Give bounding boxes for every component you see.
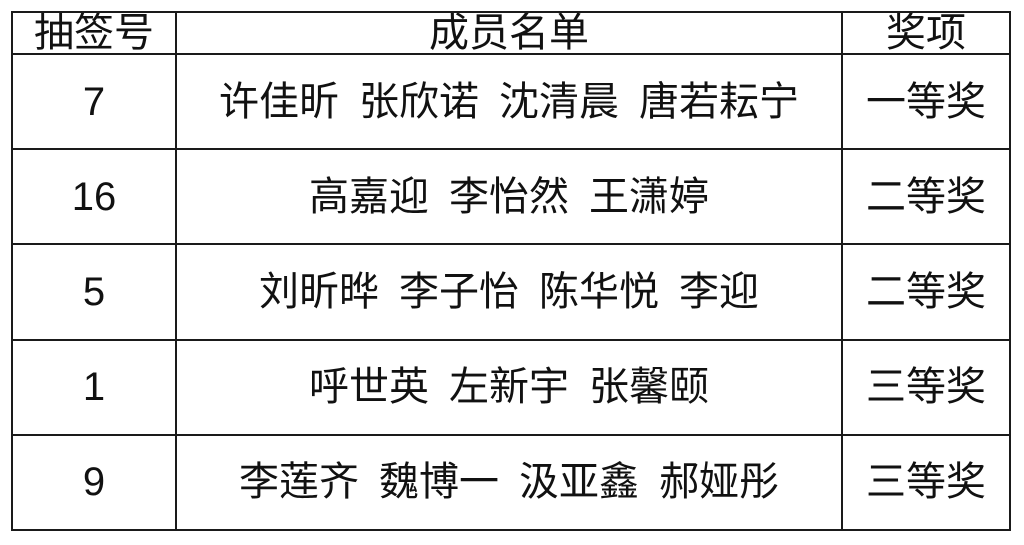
header-number: 抽签号 xyxy=(11,11,177,55)
member-name: 王潇婷 xyxy=(589,173,709,220)
member-name: 陈华悦 xyxy=(539,268,659,315)
member-name: 李子怡 xyxy=(399,268,519,315)
member-name: 郝娅彤 xyxy=(659,459,779,506)
header-award: 奖项 xyxy=(841,11,1011,55)
member-name: 呼世英 xyxy=(309,364,429,411)
member-list-cell: 刘昕晔李子怡陈华悦李迎 xyxy=(175,243,843,341)
draw-number-cell: 7 xyxy=(11,52,177,151)
award-cell: 一等奖 xyxy=(841,52,1011,151)
member-name: 张馨颐 xyxy=(589,364,709,411)
member-name: 李迎 xyxy=(679,268,759,315)
member-name: 张欣诺 xyxy=(359,78,479,125)
member-list-cell: 高嘉迎李怡然王潇婷 xyxy=(175,148,843,246)
member-name: 沈清晨 xyxy=(499,78,619,125)
draw-number-cell: 9 xyxy=(11,433,177,532)
member-list-cell: 李莲齐魏博一汲亚鑫郝娅彤 xyxy=(175,433,843,532)
header-members: 成员名单 xyxy=(175,11,843,55)
member-list-cell: 许佳昕张欣诺沈清晨唐若耘宁 xyxy=(175,52,843,151)
member-name: 李莲齐 xyxy=(239,459,359,506)
award-cell: 二等奖 xyxy=(841,148,1011,246)
award-cell: 二等奖 xyxy=(841,243,1011,341)
award-cell: 三等奖 xyxy=(841,433,1011,532)
member-name: 魏博一 xyxy=(379,459,499,506)
award-cell: 三等奖 xyxy=(841,338,1011,436)
member-name: 高嘉迎 xyxy=(309,173,429,220)
member-list-cell: 呼世英左新宇张馨颐 xyxy=(175,338,843,436)
member-name: 李怡然 xyxy=(449,173,569,220)
member-name: 刘昕晔 xyxy=(259,268,379,315)
draw-number-cell: 5 xyxy=(11,243,177,341)
member-name: 汲亚鑫 xyxy=(519,459,639,506)
draw-number-cell: 16 xyxy=(11,148,177,246)
member-name: 左新宇 xyxy=(449,364,569,411)
draw-number-cell: 1 xyxy=(11,338,177,436)
header-row: 抽签号 成员名单 奖项 xyxy=(11,11,1011,55)
member-name: 唐若耘宁 xyxy=(639,78,799,125)
member-name: 许佳昕 xyxy=(219,78,339,125)
